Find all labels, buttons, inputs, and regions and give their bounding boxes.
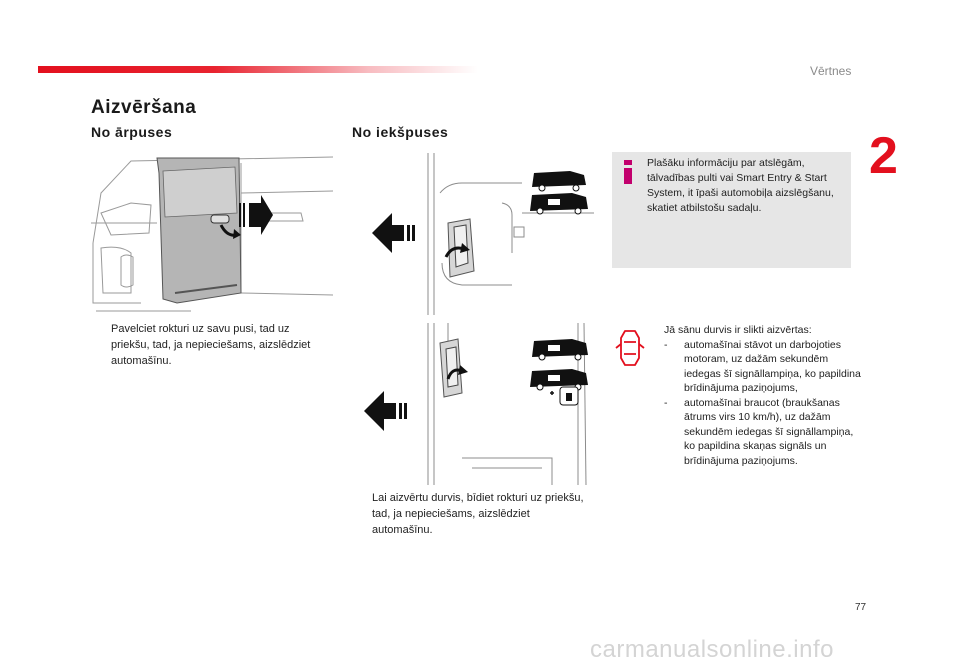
chapter-number: 2 [869,127,898,185]
inside-door-illustration-top [352,153,594,315]
info-text: Plašāku informāciju par atslēgām, tālvad… [647,157,834,214]
dash: - [664,396,668,409]
warning-item: - automašīnai stāvot un darbojoties moto… [664,338,864,396]
subtitle-inside: No iekšpuses [352,124,449,140]
inside-door-illustration-bottom [352,323,594,485]
page-title: Aizvēršana [91,97,197,118]
warning-text: Jā sānu durvis ir slikti aizvērtas: - au… [664,323,864,468]
subtitle-outside: No ārpuses [91,124,173,140]
header-accent-bar [38,66,478,73]
footer-watermark: carmanualsonline.info [590,636,834,663]
inside-step-text: Lai aizvērtu durvis, bīdiet rokturi uz p… [372,492,584,536]
info-icon [624,160,632,184]
inside-step: Lai aizvērtu durvis, bīdiet rokturi uz p… [352,490,592,538]
outside-step: Pavelciet rokturi uz savu pusi, tad uz p… [91,321,331,369]
van-icons-top [530,171,588,215]
warning-item-text: automašīnai braucot (braukšanas ātrums v… [684,396,854,467]
outside-door-illustration [91,153,333,315]
warning-intro: Jā sānu durvis ir slikti aizvērtas: [664,324,812,336]
open-door-warning-icon [615,330,645,366]
warning-item: - automašīnai braucot (braukšanas ātrums… [664,396,864,469]
info-box: Plašāku informāciju par atslēgām, tālvad… [612,152,851,268]
van-icons-bottom [530,339,588,406]
outside-step-text: Pavelciet rokturi uz savu pusi, tad uz p… [111,323,311,367]
page-number: 77 [855,602,867,613]
dash: - [664,338,668,351]
warning-item-text: automašīnai stāvot un darbojoties motora… [684,338,861,395]
section-label: Vērtnes [810,64,852,78]
